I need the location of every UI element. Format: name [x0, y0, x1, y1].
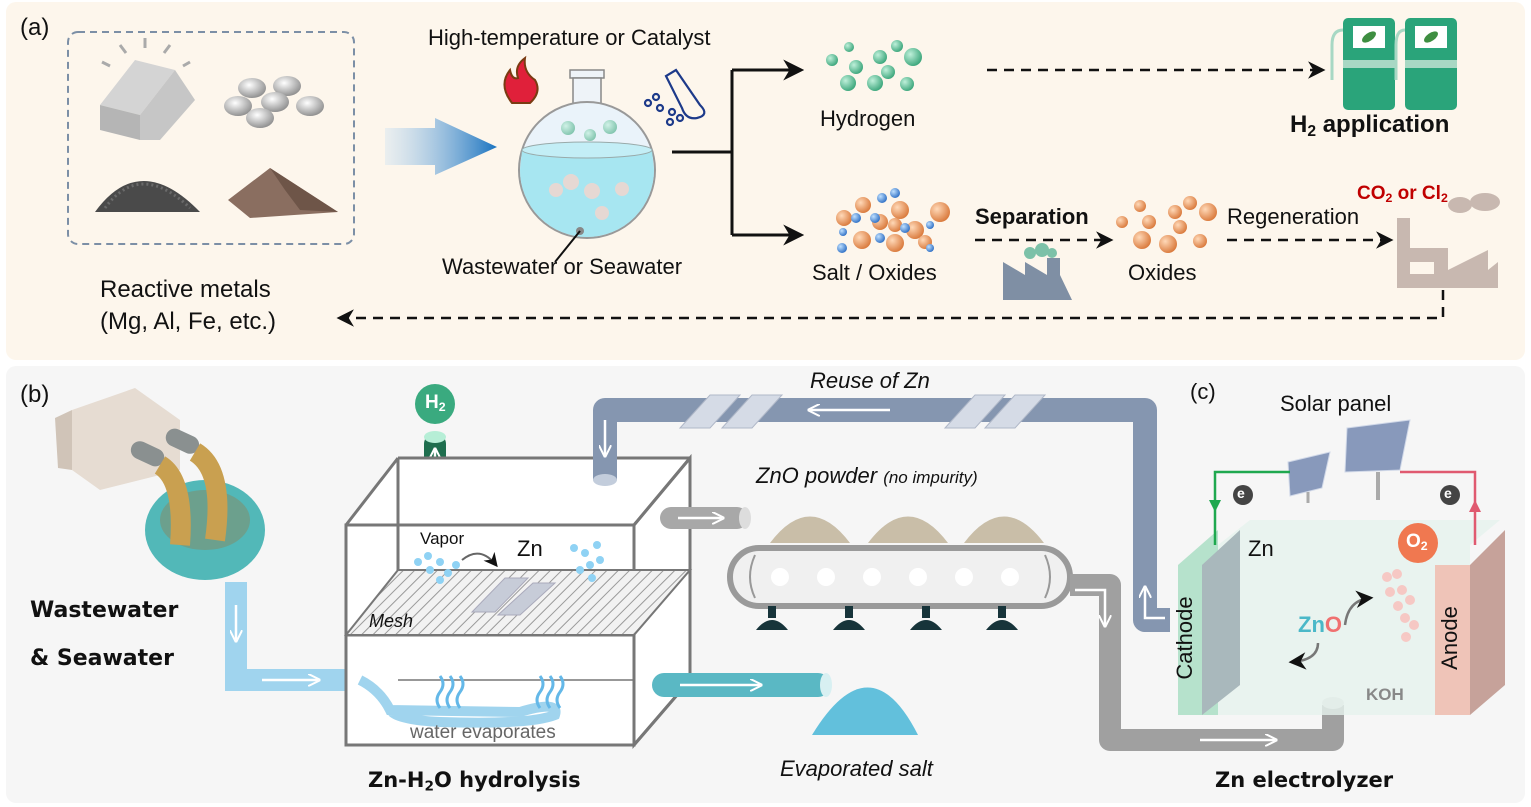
evaporated-salt-label: Evaporated salt [780, 756, 933, 781]
solar-panel-label: Solar panel [1280, 391, 1392, 416]
salt-oxides-label: Salt / Oxides [812, 260, 937, 285]
panel-a-label: (a) [20, 14, 50, 41]
regeneration-factory-icon [1397, 193, 1500, 288]
zn-label: Zn [517, 536, 543, 561]
reactive-metals-examples: (Mg, Al, Fe, etc.) [100, 308, 277, 335]
o2-badge-text: O2 [1406, 531, 1428, 554]
metal-pellets-icon [224, 76, 324, 128]
regeneration-label: Regeneration [1227, 204, 1360, 229]
metal-powder-pile-icon [95, 181, 200, 212]
zno-transfer-pipe [1070, 574, 1344, 751]
electrolyzer-zn-label: Zn [1248, 536, 1274, 561]
source-label-line1: Wastewater [30, 598, 179, 623]
water-inlet-pipe [225, 582, 345, 691]
electron-icon-left [1233, 485, 1253, 505]
h2-application-label: H2 application [1290, 111, 1450, 140]
hydrolysis-title: Zn-H2O hydrolysis [368, 768, 581, 795]
zn-plates-icon [470, 577, 557, 616]
reactive-metals-title: Reactive metals [100, 276, 271, 303]
anode-wire [1400, 470, 1477, 545]
o2-badge [1398, 523, 1438, 563]
reuse-zn-label: Reuse of Zn [810, 368, 930, 393]
koh-label: KOH [1366, 685, 1404, 704]
electrolyzer-title: Zn electrolyzer [1215, 768, 1394, 792]
process-arrow-icon [385, 118, 497, 175]
oxides-particles-icon [1116, 196, 1217, 253]
zno-zinc-arrow [1288, 642, 1320, 670]
electron-right-text: e [1444, 485, 1452, 501]
vapor-arrow [461, 551, 498, 568]
return-dashed-arrow [336, 290, 1445, 327]
hydrogen-label: Hydrogen [820, 106, 916, 131]
separation-factory-icon [1003, 243, 1072, 300]
hydrogen-molecules-icon [826, 40, 922, 91]
panel-b-label: (b) [20, 381, 50, 408]
steam-icon [435, 675, 565, 709]
cathode-label: Cathode [1172, 596, 1197, 680]
evaporated-salt-pile-icon [812, 687, 918, 735]
salt-oxides-particles-icon [836, 188, 950, 253]
cathode-wire [1213, 470, 1290, 545]
anode-label: Anode [1437, 606, 1462, 670]
zno-powder-piles-icon [770, 516, 1044, 543]
iron-oxide-powder-icon [228, 168, 338, 218]
branch-arrows [672, 59, 805, 246]
vapor-droplets-icon [414, 541, 604, 584]
panel-c-label: (c) [1190, 379, 1216, 404]
electron-icon-right [1440, 485, 1460, 505]
metal-ingot-icon [100, 38, 195, 140]
oxides-label: Oxides [1128, 260, 1197, 285]
separation-label: Separation [975, 204, 1089, 229]
conveyor-belt-icon [727, 545, 1073, 630]
mesh-label: Mesh [369, 611, 414, 631]
h2-badge-text: H2 [425, 392, 446, 415]
reaction-flask-icon [518, 69, 656, 263]
electron-left-text: e [1237, 485, 1245, 501]
zno-label: ZnO [1298, 612, 1343, 637]
condition-label: High-temperature or Catalyst [428, 25, 711, 50]
reactive-metals-box [67, 31, 355, 245]
zno-oxygen-arrow [1343, 590, 1374, 626]
oxygen-bubbles-icon [1382, 569, 1419, 642]
flame-icon [503, 55, 539, 104]
water-evaporates-label: water evaporates [410, 722, 556, 743]
wastewater-outfall-icon [55, 388, 265, 580]
zno-powder-label: ZnO powder (no impurity) [756, 463, 978, 488]
flask-label: Wastewater or Seawater [442, 254, 683, 279]
zn-plates-on-pipe-icon [678, 394, 1047, 429]
anode-plate [1470, 530, 1505, 715]
solar-panel-icon [1287, 419, 1411, 503]
catalyst-icon [643, 68, 706, 127]
vapor-label: Vapor [420, 529, 465, 548]
source-label-line2: & Seawater [30, 646, 174, 671]
h2-badge [415, 384, 455, 424]
hydrogen-fuel-pump-icon [1330, 18, 1457, 110]
evaporation-water-pool [357, 675, 561, 728]
emission-label: CO2 or Cl2 [1357, 183, 1448, 206]
